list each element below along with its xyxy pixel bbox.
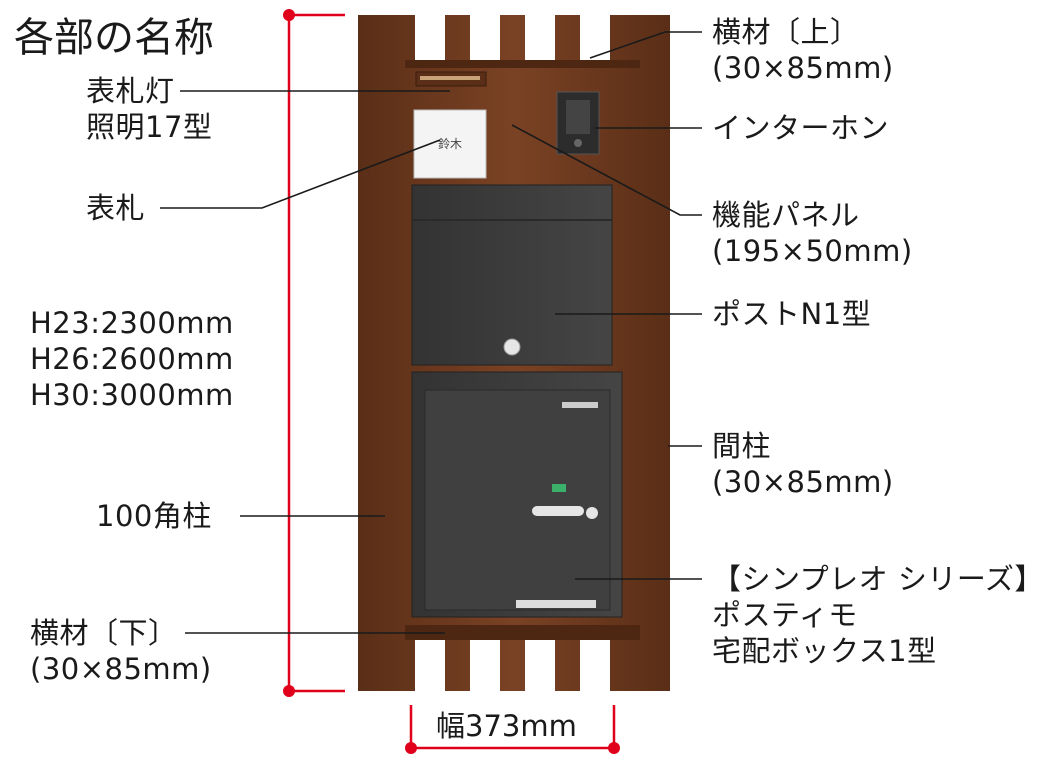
- lower-slats: [415, 640, 610, 691]
- label-intercom: インターホン: [712, 111, 890, 145]
- nameplate-text: 鈴木: [438, 136, 462, 151]
- crossbar-upper: [405, 60, 640, 68]
- leader-lines: [160, 31, 702, 634]
- label-function-panel: 機能パネル (195×50mm): [712, 198, 913, 268]
- label-nameplate: 表札: [86, 191, 146, 225]
- page-title: 各部の名称: [14, 15, 214, 61]
- crossbar-lower: [405, 625, 640, 640]
- post-n1-box: [411, 184, 613, 366]
- label-heights: H23:2300mm H26:2600mm H30:3000mm: [30, 306, 234, 412]
- delivery-handle: [532, 506, 584, 516]
- label-post-n1: ポストN1型: [712, 297, 872, 331]
- status-indicator: [552, 484, 566, 492]
- nameplate: [413, 109, 487, 179]
- label-100-post: 100角柱: [96, 499, 212, 533]
- label-mid-post: 間柱 (30×85mm): [712, 429, 894, 499]
- label-crossbar-lower: 横材〔下〕 (30×85mm): [30, 616, 212, 686]
- label-nameplate-light: 表札灯 照明17型: [86, 74, 213, 144]
- label-series: 【シンプレオ シリーズ】 ポスティモ 宅配ボックス1型: [712, 562, 1044, 668]
- label-crossbar-upper: 横材〔上〕 (30×85mm): [712, 15, 894, 85]
- label-width: 幅373mm: [430, 708, 583, 744]
- post-key: [503, 338, 521, 356]
